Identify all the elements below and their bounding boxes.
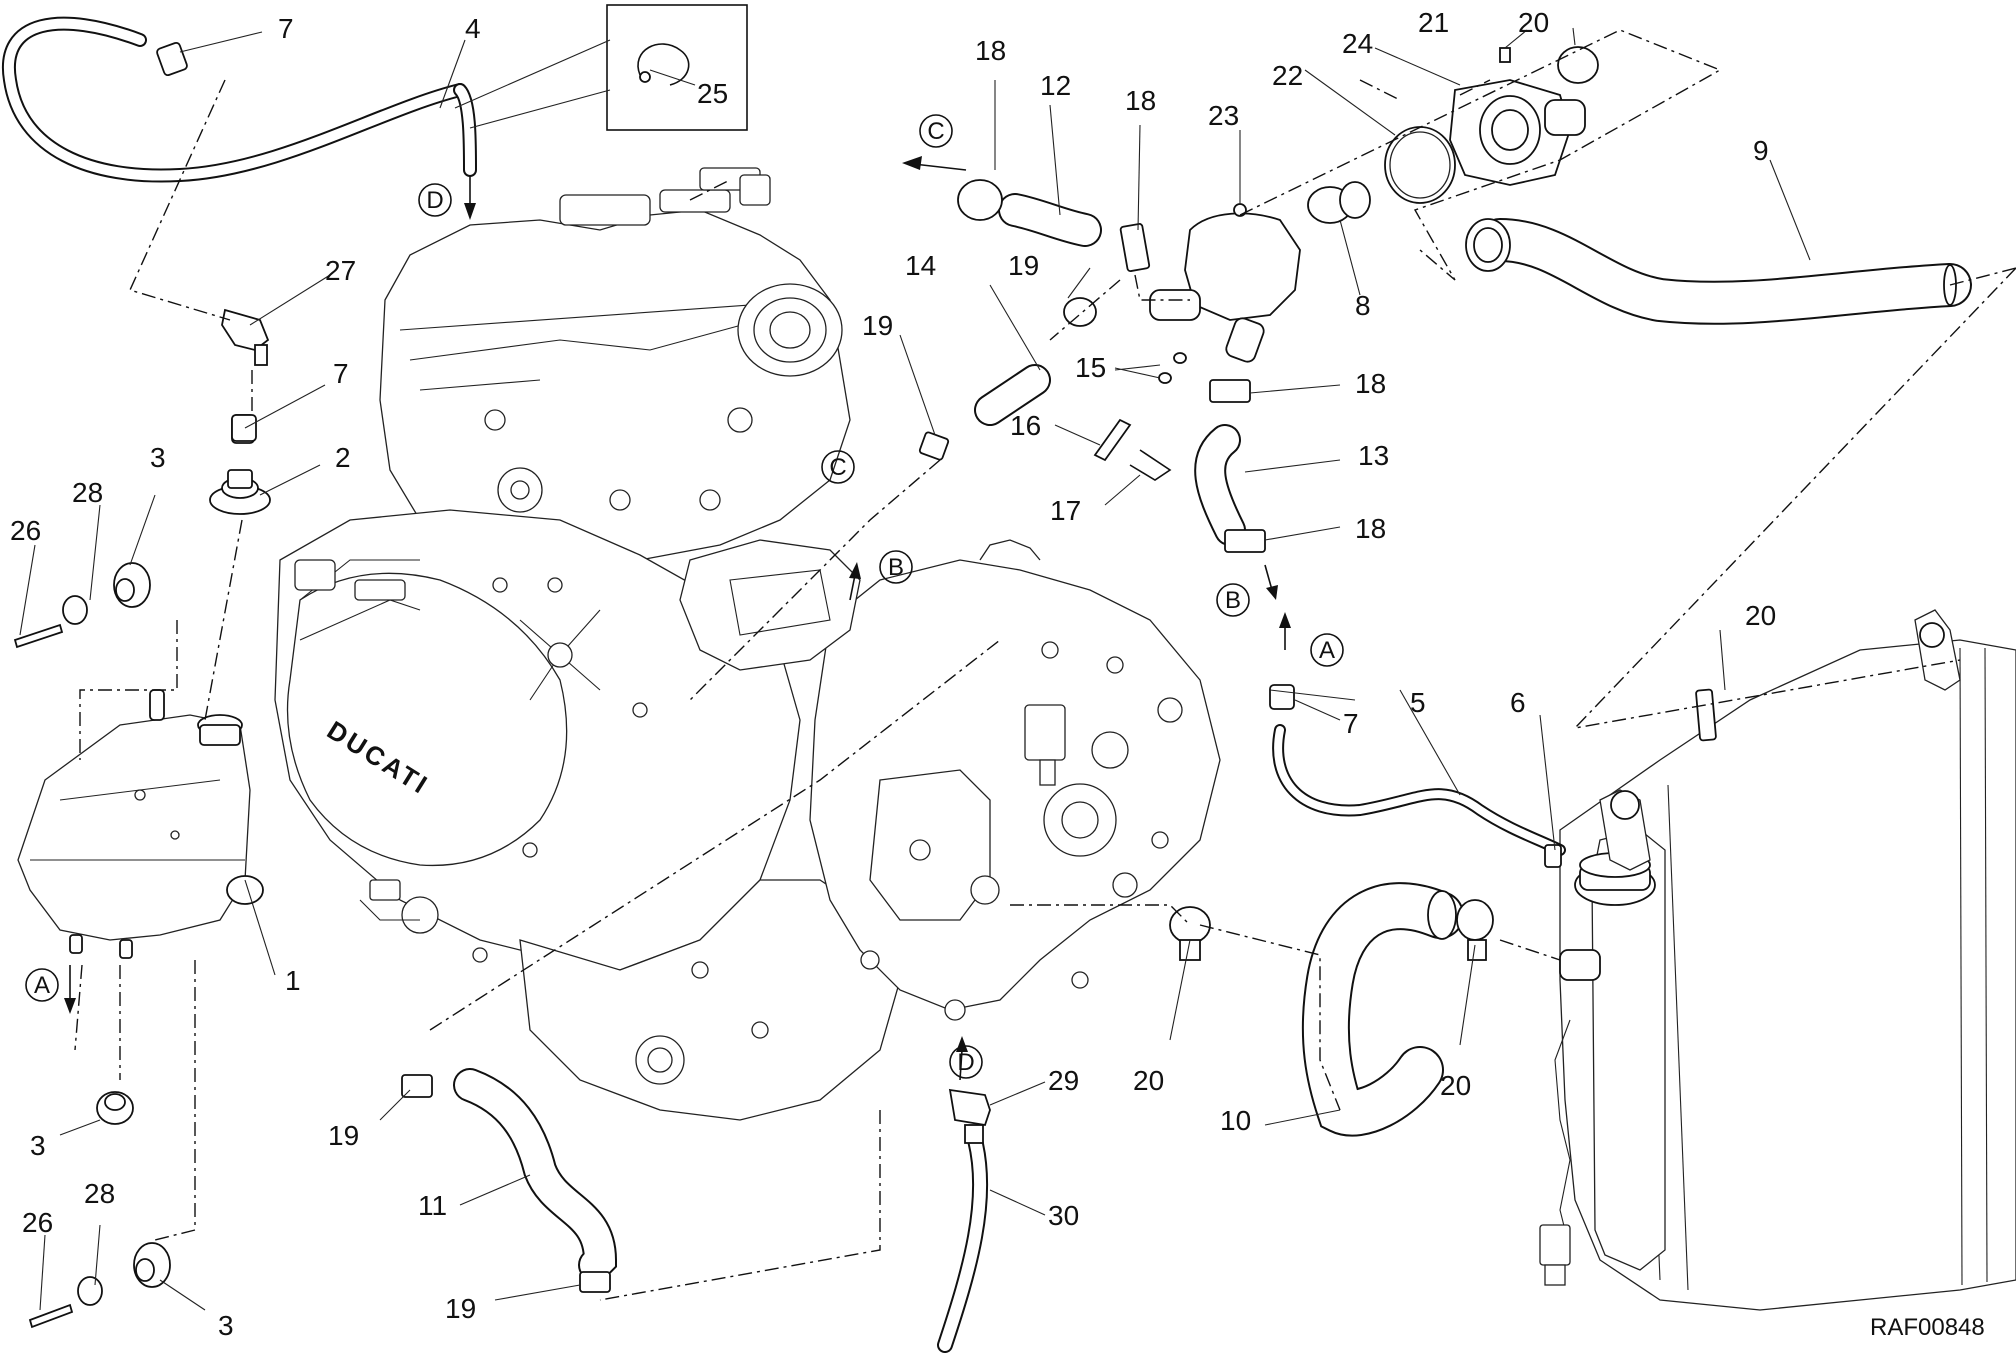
label-part-15: 15 [1075,352,1106,383]
engine-block: DUCATI [274,167,1221,1121]
label-part-7-top: 7 [278,13,294,44]
assembly-lines [74,29,2016,1301]
label-part-30: 30 [1048,1200,1079,1231]
flow-arrows [64,156,1291,1081]
label-part-28-lower: 28 [84,1178,115,1209]
label-part-18-c: 18 [1355,368,1386,399]
label-part-13: 13 [1358,440,1389,471]
label-part-1: 1 [285,965,301,996]
label-part-3-middle: 3 [30,1130,46,1161]
label-part-19-d: 19 [445,1293,476,1324]
label-part-18-b: 18 [1125,85,1156,116]
svg-text:B: B [888,554,904,581]
marker-d-top: D [418,183,452,217]
marker-b-engine: B [879,550,913,584]
svg-text:D: D [426,187,443,214]
label-part-20-right: 20 [1745,600,1776,631]
small-parts [13,4,1717,1329]
part-number-labels: 1 2 3 3 3 4 5 6 7 7 7 8 9 10 11 12 13 14… [10,7,1776,1341]
label-part-26-lower: 26 [22,1207,53,1238]
hoses [1,16,1972,1353]
marker-a-right: A [1310,633,1344,667]
label-part-29: 29 [1048,1065,1079,1096]
svg-text:C: C [927,118,944,145]
label-part-18-d: 18 [1355,513,1386,544]
label-part-25: 25 [697,78,728,109]
label-part-20-a: 20 [1133,1065,1164,1096]
label-part-2: 2 [335,442,351,473]
label-part-10: 10 [1220,1105,1251,1136]
label-part-24: 24 [1342,28,1373,59]
marker-b-right: B [1216,583,1250,617]
svg-text:D: D [957,1049,974,1076]
label-part-16: 16 [1010,410,1041,441]
label-part-14: 14 [905,250,936,281]
svg-text:A: A [1319,637,1335,664]
label-part-9: 9 [1753,135,1769,166]
svg-text:C: C [829,454,846,481]
svg-text:B: B [1225,587,1241,614]
label-part-3-upper: 3 [150,442,166,473]
label-part-3-lower: 3 [218,1310,234,1341]
label-part-19-a: 19 [1008,250,1039,281]
label-part-20-b: 20 [1440,1070,1471,1101]
label-part-17: 17 [1050,495,1081,526]
label-part-5: 5 [1410,687,1426,718]
connection-markers: A A B B C C D D [25,114,1344,1079]
label-part-12: 12 [1040,70,1071,101]
marker-a-left: A [25,968,59,1002]
label-part-23: 23 [1208,100,1239,131]
marker-c-engine: C [821,450,855,484]
label-part-4: 4 [465,13,481,44]
label-part-28-upper: 28 [72,477,103,508]
label-part-11: 11 [418,1190,447,1221]
radiator [1539,609,2016,1311]
label-part-26-upper: 26 [10,515,41,546]
label-part-20-top: 20 [1518,7,1549,38]
label-part-27: 27 [325,255,356,286]
label-part-18-a: 18 [975,35,1006,66]
label-part-21: 21 [1418,7,1449,38]
label-part-7-right: 7 [1343,708,1359,739]
label-part-19-c: 19 [328,1120,359,1151]
label-part-7-left: 7 [333,358,349,389]
label-part-8: 8 [1355,290,1371,321]
svg-text:A: A [34,972,50,999]
marker-d-bottom: D [949,1045,983,1079]
drawing-code: RAF00848 [1870,1314,1985,1341]
label-part-6: 6 [1510,687,1526,718]
marker-c-top: C [919,114,953,148]
label-part-19-b: 19 [862,310,893,341]
label-part-22: 22 [1272,60,1303,91]
expansion-tank [17,689,264,959]
leader-lines [19,27,1811,1311]
